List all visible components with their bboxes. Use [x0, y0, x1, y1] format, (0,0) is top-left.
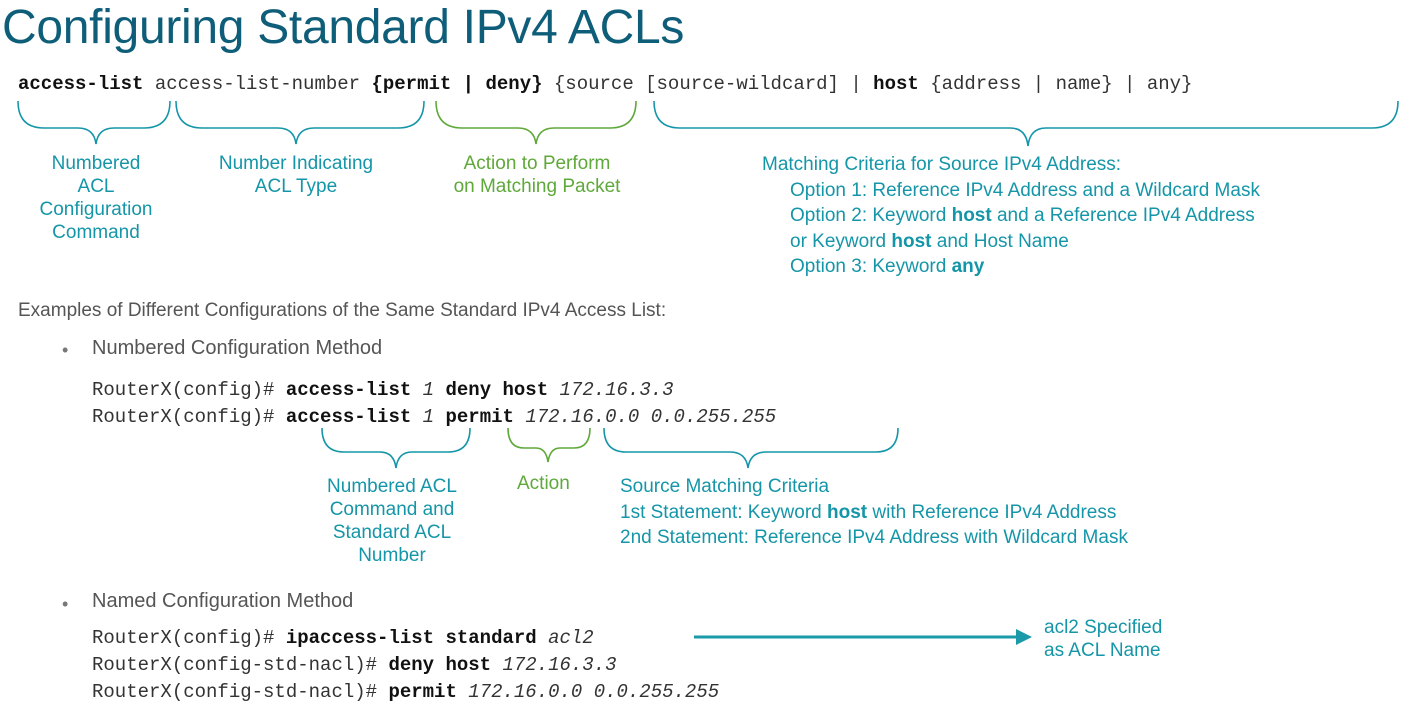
syntax-permit-deny: {permit | deny} — [371, 73, 543, 95]
page-title: Configuring Standard IPv4 ACLs — [2, 1, 685, 54]
syntax-access-list-number: access-list-number — [154, 73, 361, 95]
option-3: Option 3: Keyword any — [790, 256, 985, 277]
bullet-numbered-method: Numbered Configuration Method — [92, 337, 383, 359]
label-acl2-specified: acl2 Specified as ACL Name — [1044, 617, 1163, 661]
label-numbered-acl-command-standard: Numbered ACL Command and Standard ACL Nu… — [327, 476, 457, 566]
named-line-3: RouterX(config-std-nacl)# permit 172.16.… — [92, 681, 720, 703]
named-line-2: RouterX(config-std-nacl)# deny host 172.… — [92, 654, 617, 676]
brace-num-command — [321, 427, 471, 469]
named-line-1: RouterX(config)# ipaccess-list standard … — [92, 627, 594, 649]
syntax-address-name: {address | name} — [930, 73, 1113, 95]
brace-permit-deny — [435, 100, 637, 145]
syntax-source-part: {source [source-wildcard] | — [553, 73, 862, 95]
acl-name-arrow-head — [1016, 629, 1032, 645]
option-2: Option 2: Keyword host and a Reference I… — [790, 205, 1255, 226]
bullet-dot-numbered: • — [62, 340, 69, 360]
examples-heading: Examples of Different Configurations of … — [18, 300, 667, 321]
label-number-indicating: Number Indicating ACL Type — [218, 153, 374, 197]
brace-num-action — [507, 427, 591, 463]
brace-access-list-number — [175, 100, 425, 145]
label-numbered-acl-command: Numbered ACL Configuration Command — [39, 153, 153, 243]
syntax-host-keyword: host — [873, 73, 919, 95]
syntax-access-list-keyword: access-list — [18, 73, 144, 95]
label-source-matching: Source Matching Criteria 1st Statement: … — [620, 476, 1128, 548]
bullet-named-method: Named Configuration Method — [92, 590, 354, 612]
numbered-line-1: RouterX(config)# access-list 1 deny host… — [92, 379, 674, 401]
label-action: Action — [517, 473, 570, 494]
option-2-alt: or Keyword host and Host Name — [790, 230, 1069, 252]
brace-source — [653, 100, 1399, 147]
acl-syntax-line: access-list access-list-number {permit |… — [18, 73, 1192, 95]
label-matching-criteria: Matching Criteria for Source IPv4 Addres… — [762, 152, 1260, 280]
brace-access-list — [17, 100, 171, 145]
syntax-any: | any} — [1124, 73, 1193, 95]
label-action-to-perform: Action to Perform on Matching Packet — [453, 153, 621, 197]
brace-num-source — [603, 427, 899, 469]
bullet-dot-named: • — [62, 594, 69, 614]
option-1: Option 1: Reference IPv4 Address and a W… — [790, 179, 1260, 201]
numbered-line-2: RouterX(config)# access-list 1 permit 17… — [92, 406, 777, 428]
matching-header: Matching Criteria for Source IPv4 Addres… — [762, 154, 1122, 175]
